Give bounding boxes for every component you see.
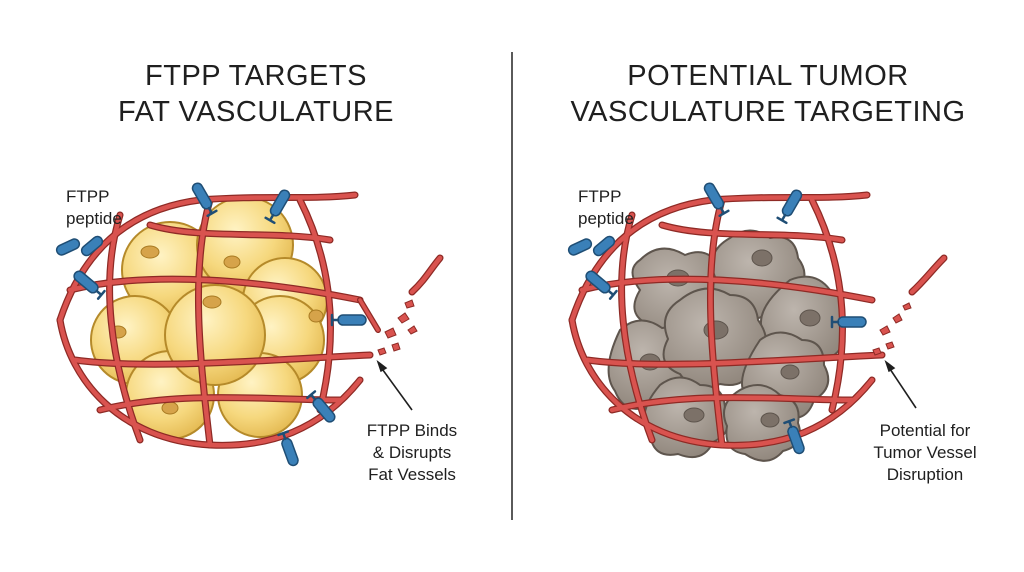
peptide-icon (55, 237, 81, 256)
left-callout-line-2: & Disrupts (352, 442, 472, 464)
left-callout-line-1: FTPP Binds (352, 420, 472, 442)
left-peptide-label-line-2: peptide (66, 208, 122, 230)
right-callout-line-1: Potential for (855, 420, 995, 442)
right-callout-line-3: Disruption (855, 464, 995, 486)
right-peptide-label-line-1: FTPP (578, 186, 634, 208)
right-callout-label: Potential for Tumor Vessel Disruption (855, 420, 995, 486)
right-peptide-label: FTPP peptide (578, 186, 634, 230)
peptide-icon (778, 188, 804, 222)
peptide-icon (567, 237, 593, 256)
left-callout-line-3: Fat Vessels (352, 464, 472, 486)
peptide-icon (332, 315, 366, 325)
arrow-icon (886, 362, 916, 408)
arrow-icon (378, 362, 412, 410)
left-callout-label: FTPP Binds & Disrupts Fat Vessels (352, 420, 472, 486)
left-peptide-label-line-1: FTPP (66, 186, 122, 208)
right-peptide-label-line-2: peptide (578, 208, 634, 230)
left-peptide-label: FTPP peptide (66, 186, 122, 230)
right-callout-line-2: Tumor Vessel (855, 442, 995, 464)
